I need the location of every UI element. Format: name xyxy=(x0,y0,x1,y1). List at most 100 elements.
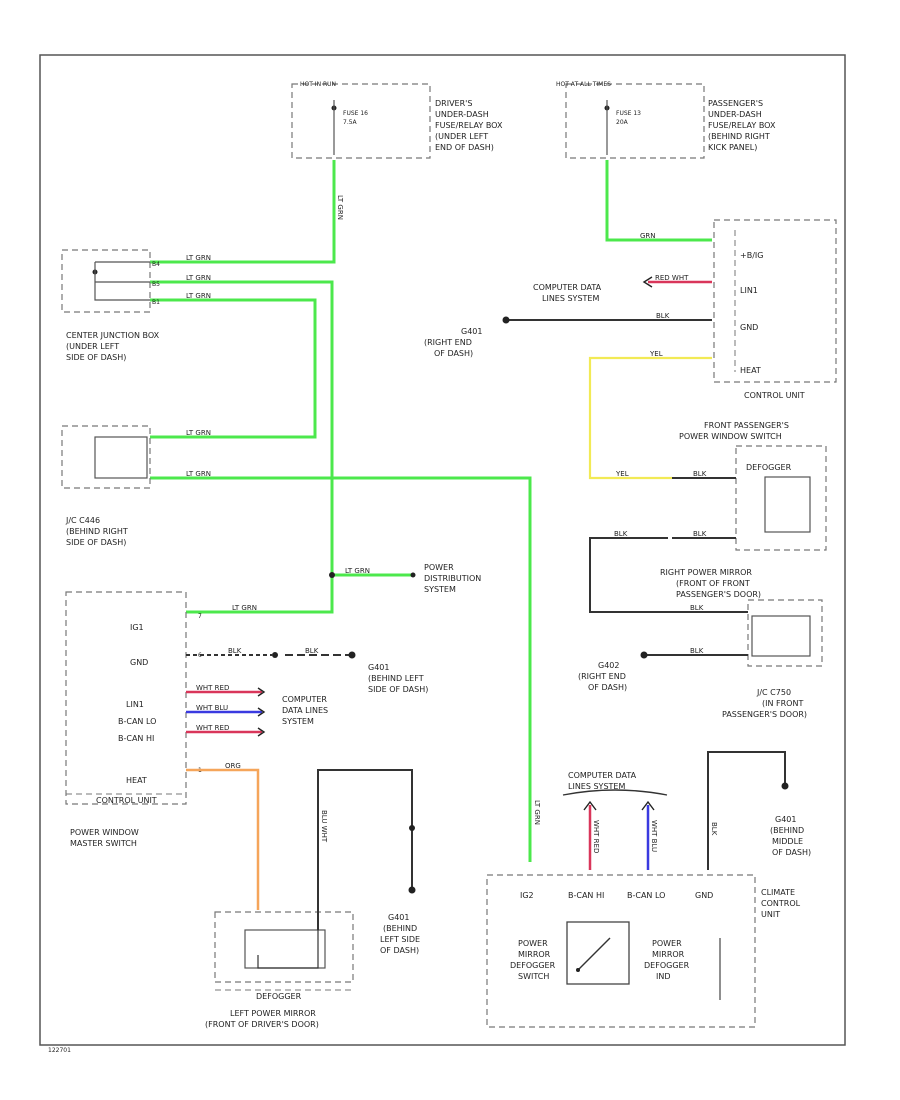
climate-label-2: CONTROL xyxy=(761,899,801,908)
wire-lt-grn-climate xyxy=(150,476,532,862)
data-bottom-label-2: LINES SYSTEM xyxy=(568,782,625,791)
wire-yel xyxy=(588,356,712,480)
wire-label-red-wht: RED WHT xyxy=(655,274,689,282)
junction-pin-b1: B1 xyxy=(152,299,160,306)
right-mirror-label-1: RIGHT POWER MIRROR xyxy=(660,568,752,577)
climate-ind-label-2: MIRROR xyxy=(652,950,685,959)
junction-label-1: CENTER JUNCTION BOX xyxy=(66,331,160,340)
left-mirror-label-1: LEFT POWER MIRROR xyxy=(230,1009,316,1018)
master-pin-bcan-hi: B-CAN HI xyxy=(118,734,154,743)
climate-switch-label-1: POWER xyxy=(518,939,548,948)
diagram-frame xyxy=(39,54,846,1046)
passenger-fuse-box xyxy=(565,83,705,159)
wire-label-climate-red: WHT RED xyxy=(592,820,600,853)
jc-c750-label-2: (IN FRONT xyxy=(762,699,803,708)
jc-c446-label-2: (BEHIND RIGHT xyxy=(66,527,128,536)
pass-window-label-2: POWER WINDOW SWITCH xyxy=(679,432,782,441)
power-dist-label-2: DISTRIBUTION xyxy=(424,574,481,583)
data-left-label-2: DATA LINES xyxy=(282,706,328,715)
pass-window-label-1: FRONT PASSENGER'S xyxy=(704,421,789,430)
center-junction-box xyxy=(61,249,151,313)
wire-label-b4: LT GRN xyxy=(186,254,211,262)
junction-label-2: (UNDER LEFT xyxy=(66,342,119,351)
gnd-left-label-2: (BEHIND LEFT xyxy=(368,674,424,683)
climate-switch-contact xyxy=(577,937,611,971)
wire-label-b1: LT GRN xyxy=(186,292,211,300)
wire-label-loop-blk-2: BLK xyxy=(690,604,704,612)
wire-blk-mirror-gnd xyxy=(317,769,413,930)
gnd-left-label-3: SIDE OF DASH) xyxy=(368,685,428,694)
fuse-16-rating: 7.5A xyxy=(343,119,358,126)
hot-in-run-label: HOT IN RUN xyxy=(300,81,336,88)
left-mirror-element xyxy=(257,930,319,969)
wire-label-b5: LT GRN xyxy=(186,274,211,282)
master-pin-lin1: LIN1 xyxy=(126,700,144,709)
gnd-right-top-3: OF DASH) xyxy=(434,349,473,358)
gnd-left-terminal xyxy=(348,651,356,659)
gnd-middle-3: MIDDLE xyxy=(772,837,803,846)
wire-blk-climate-gnd xyxy=(707,751,786,870)
power-dist-terminal xyxy=(410,572,416,578)
footer-code: 122701 xyxy=(48,1047,71,1054)
passenger-box-line-4: (BEHIND RIGHT xyxy=(708,132,770,141)
climate-pin-bcan-lo: B-CAN LO xyxy=(627,891,665,900)
pass-pin-heat: HEAT xyxy=(740,366,761,375)
right-mirror-element xyxy=(751,615,811,657)
wire-label-grn: GRN xyxy=(640,232,656,240)
wire-label-jc1: LT GRN xyxy=(186,429,211,437)
pass-window-switch-box xyxy=(735,445,827,551)
junction-pin-b4: B4 xyxy=(152,261,160,268)
wire-label-yel-top: YEL xyxy=(649,350,663,358)
wire-label-right-gnd: BLK xyxy=(690,647,704,655)
data-bottom-label-1: COMPUTER DATA xyxy=(568,771,637,780)
master-label-1: POWER WINDOW xyxy=(70,828,139,837)
master-pin-bcan-lo: B-CAN LO xyxy=(118,717,156,726)
left-mirror-box xyxy=(214,911,354,983)
gnd-bottom-left-3: LEFT SIDE xyxy=(380,935,420,944)
data-left-label-1: COMPUTER xyxy=(282,695,327,704)
jc-c750-label-3: PASSENGER'S DOOR) xyxy=(722,710,807,719)
wire-label-pd: LT GRN xyxy=(345,567,370,575)
climate-unit-box xyxy=(486,874,756,1028)
wire-label-top-vert: LT GRN xyxy=(336,195,344,220)
climate-label-1: CLIMATE xyxy=(761,888,795,897)
wire-label-lin1: WHT RED xyxy=(196,684,229,692)
climate-pin-gnd: GND xyxy=(695,891,713,900)
pass-control-label: CONTROL UNIT xyxy=(744,391,805,400)
wire-label-yel-bottom: YEL xyxy=(615,470,629,478)
wire-label-org: ORG xyxy=(225,762,241,770)
driver-box-line-2: UNDER-DASH xyxy=(435,110,489,119)
passenger-box-line-1: PASSENGER'S xyxy=(708,99,763,108)
pass-pin-lin1: LIN1 xyxy=(740,286,758,295)
pass-control-unit-box xyxy=(713,219,837,383)
wire-blk-loop xyxy=(589,537,748,613)
pass-defogger-label: DEFOGGER xyxy=(746,463,792,472)
wire-label-climate-vert: LT GRN xyxy=(533,800,541,825)
gnd-bottom-left-2: (BEHIND xyxy=(383,924,417,933)
data-arrows-left xyxy=(257,687,266,737)
wire-label-loop-blk: BLK xyxy=(614,530,628,538)
driver-box-line-3: FUSE/RELAY BOX xyxy=(435,121,503,130)
gnd-left-label-1: G401 xyxy=(368,663,389,672)
mirror-gnd-splice xyxy=(409,825,415,831)
fuse-13-label: FUSE 13 xyxy=(616,110,641,117)
power-dist-label-1: POWER xyxy=(424,563,454,572)
left-mirror-defogger xyxy=(244,929,326,969)
climate-pin-bcan-hi: B-CAN HI xyxy=(568,891,604,900)
gnd-right-mid-2: (RIGHT END xyxy=(578,672,626,681)
gnd-bottom-left-terminal xyxy=(408,886,416,894)
gnd-right-top-terminal xyxy=(502,316,510,324)
wire-grn-pass xyxy=(605,160,712,242)
pass-pin-gnd: GND xyxy=(740,323,758,332)
jc-c750-label-1: J/C C750 xyxy=(756,688,791,697)
climate-switch-box xyxy=(566,921,630,985)
driver-box-line-1: DRIVER'S xyxy=(435,99,472,108)
gnd-right-top-2: (RIGHT END xyxy=(424,338,472,347)
climate-switch-label-2: MIRROR xyxy=(518,950,551,959)
wire-label-window-blk-1: BLK xyxy=(693,470,707,478)
gnd-middle-4: OF DASH) xyxy=(772,848,811,857)
data-left-label-3: SYSTEM xyxy=(282,717,314,726)
jc-c446-box xyxy=(61,425,151,489)
wire-lt-grn-b1 xyxy=(150,298,317,439)
